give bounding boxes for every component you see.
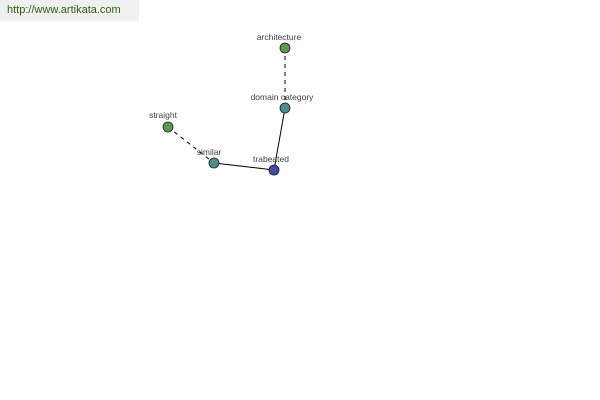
- graph-edges: [167, 48, 286, 171]
- node-label-trabeated: trabeated: [253, 154, 289, 164]
- graph-labels: architecture domain category straight simil…: [149, 32, 314, 164]
- node-domain-category[interactable]: [279, 102, 291, 114]
- edge-domain-category-trabeated: [273, 107, 286, 171]
- node-label-architecture: architecture: [257, 32, 302, 42]
- edge-similar-trabeated: [213, 162, 275, 171]
- node-trabeated[interactable]: [268, 164, 280, 176]
- node-label-similar: similar: [197, 147, 222, 157]
- node-similar[interactable]: [208, 157, 220, 169]
- node-straight[interactable]: [162, 121, 174, 133]
- graph-nodes: [162, 42, 291, 176]
- node-label-domain-category: domain category: [251, 92, 315, 102]
- node-label-straight: straight: [149, 110, 178, 120]
- node-architecture[interactable]: [279, 42, 291, 54]
- edge-straight-similar: [167, 126, 215, 164]
- watermark-url[interactable]: http://www.artikata.com: [0, 0, 139, 21]
